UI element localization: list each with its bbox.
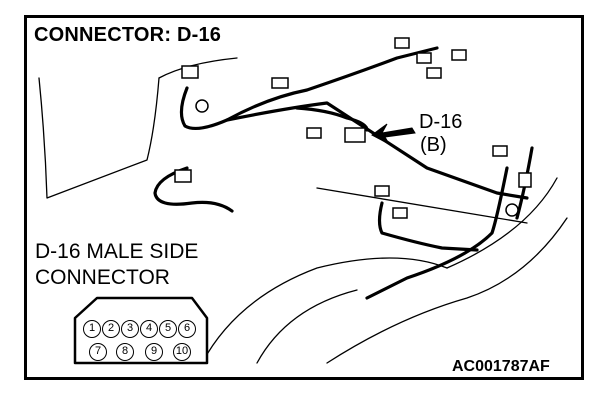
harness-left-loop <box>153 166 234 213</box>
connector-pin: 9 <box>145 343 163 361</box>
connector-pin: 2 <box>102 320 120 338</box>
connector-pin: 6 <box>178 320 196 338</box>
grommet-right <box>505 203 519 217</box>
wheel-arch-outline <box>201 257 448 364</box>
connector-pin: 4 <box>140 320 158 338</box>
connector-callout-id: D-16 <box>419 111 463 133</box>
harness-right-vertical <box>365 166 509 300</box>
connector-body-left <box>181 65 199 79</box>
connector-upper-5 <box>426 67 442 79</box>
harness-upper-branch <box>225 46 439 122</box>
connector-mid-2 <box>374 185 390 197</box>
connector-pin: 10 <box>173 343 191 361</box>
grommet-left <box>195 99 209 113</box>
connector-callout-color: (B) <box>420 134 447 156</box>
male-side-label-line2: CONNECTOR <box>35 266 170 289</box>
reference-code: AC001787AF <box>452 358 550 375</box>
body-panel-right <box>326 217 568 364</box>
connector-mid-1 <box>306 127 322 139</box>
connector-upper-3 <box>416 52 432 64</box>
connector-pin: 1 <box>83 320 101 338</box>
callout-arrow <box>371 123 416 146</box>
wheel-arch-inner <box>256 289 358 364</box>
connector-pin: 8 <box>116 343 134 361</box>
connector-pin: 3 <box>121 320 139 338</box>
body-panel-outline <box>38 77 160 199</box>
harness-lower-branch <box>377 201 479 252</box>
harness-d16-branch <box>295 106 369 132</box>
diagram-frame: CONNECTOR: D-16 D-16 (B) D-16 MALE SIDE … <box>24 15 584 380</box>
connector-pin: 7 <box>89 343 107 361</box>
main-harness <box>179 86 529 200</box>
connector-pin: 5 <box>159 320 177 338</box>
connector-left-loop <box>174 169 192 183</box>
page-title: CONNECTOR: D-16 <box>34 24 222 46</box>
connector-right-1 <box>492 145 508 157</box>
fender-outline <box>446 177 558 269</box>
connector-upper-4 <box>451 49 467 61</box>
connector-upper-2 <box>394 37 410 49</box>
connector-d16 <box>344 127 366 143</box>
connector-mid-3 <box>392 207 408 219</box>
male-side-label-line1: D-16 MALE SIDE <box>35 240 199 263</box>
connector-right-2 <box>518 172 532 188</box>
floor-line <box>316 187 528 224</box>
connector-upper-1 <box>271 77 289 89</box>
